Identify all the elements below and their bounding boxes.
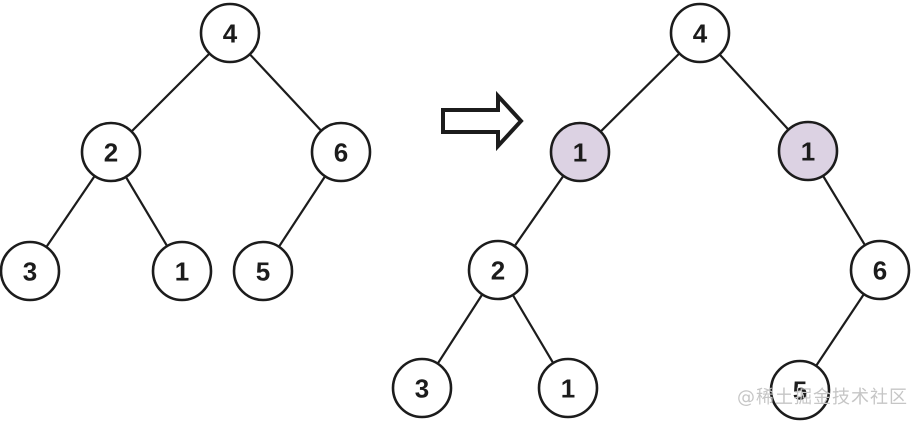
tree-node (537, 357, 599, 419)
tree-node-label: 6 (873, 255, 887, 285)
tree-node-label: 2 (104, 137, 118, 167)
transform-arrow-icon (441, 90, 524, 152)
tree-node-label: 4 (693, 18, 708, 48)
tree-node (151, 240, 213, 302)
tree-node-label: 5 (793, 375, 807, 405)
tree-node-label: 3 (23, 256, 37, 286)
tree-node (769, 359, 831, 421)
tree-node (849, 239, 911, 301)
tree-node-label: 3 (415, 373, 429, 403)
tree-node-label: 1 (801, 136, 815, 166)
tree-node-label: 4 (223, 18, 238, 48)
tree-node-label: 5 (256, 256, 270, 286)
tree-node-label: 1 (561, 373, 575, 403)
tree-node (310, 121, 372, 183)
tree-node (0, 240, 61, 302)
tree-node-label: 6 (334, 137, 348, 167)
tree-before: 4 2 6 3 1 5 (0, 2, 372, 302)
tree-node (391, 357, 453, 419)
tree-node-label: 2 (491, 255, 505, 285)
tree-node-label: 1 (573, 137, 587, 167)
tree-node (199, 2, 261, 64)
tree-node-highlighted (777, 120, 839, 182)
tree-node-label: 1 (175, 256, 189, 286)
tree-node (232, 240, 294, 302)
tree-node-highlighted (549, 121, 611, 183)
tree-node (669, 2, 731, 64)
tree-node (467, 239, 529, 301)
watermark-text: @稀土掘金技术社区 (737, 387, 908, 408)
tree-after: 4 1 1 2 6 3 1 5 (391, 2, 911, 421)
tree-node (80, 121, 142, 183)
